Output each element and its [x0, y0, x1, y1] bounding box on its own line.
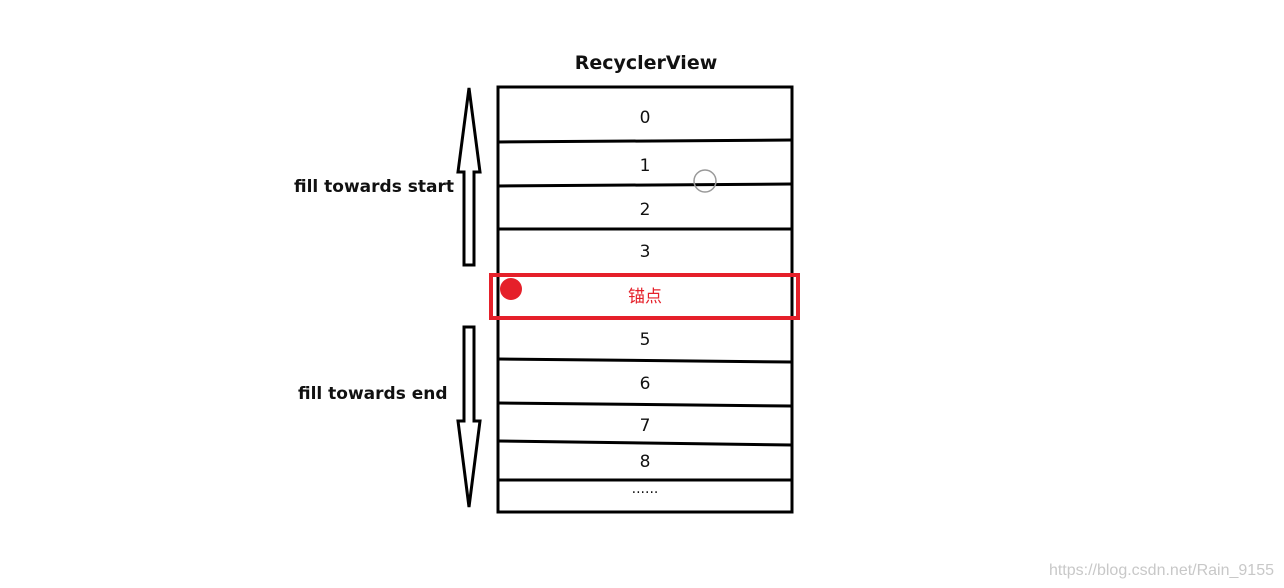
list-item-8: 8 [639, 452, 651, 472]
arrow-down-icon [456, 325, 482, 508]
fill-towards-start-label: fill towards start [294, 177, 454, 197]
fill-towards-end-label: fill towards end [298, 384, 448, 404]
recyclerview-frame [496, 85, 794, 514]
list-item-1: 1 [639, 156, 651, 176]
list-item-6: 6 [639, 374, 651, 394]
list-item-2: 2 [639, 200, 651, 220]
diagram-title: RecyclerView [574, 52, 718, 74]
list-item-3: 3 [639, 242, 651, 262]
list-item-more: ...... [631, 481, 659, 497]
arrow-up-icon [456, 87, 482, 267]
watermark: https://blog.csdn.net/Rain_9155 [1048, 562, 1274, 579]
cursor-marker-icon [693, 169, 717, 193]
list-item-7: 7 [639, 416, 651, 436]
list-item-0: 0 [639, 108, 651, 128]
row-divider [497, 357, 793, 364]
anchor-dot [500, 278, 522, 300]
row-divider [497, 439, 793, 447]
row-divider [497, 182, 793, 188]
row-divider [497, 401, 793, 408]
anchor-item-label: 锚点 [628, 287, 662, 307]
row-divider [497, 138, 793, 144]
anchor-highlight-box [489, 273, 800, 320]
list-item-5: 5 [639, 330, 651, 350]
